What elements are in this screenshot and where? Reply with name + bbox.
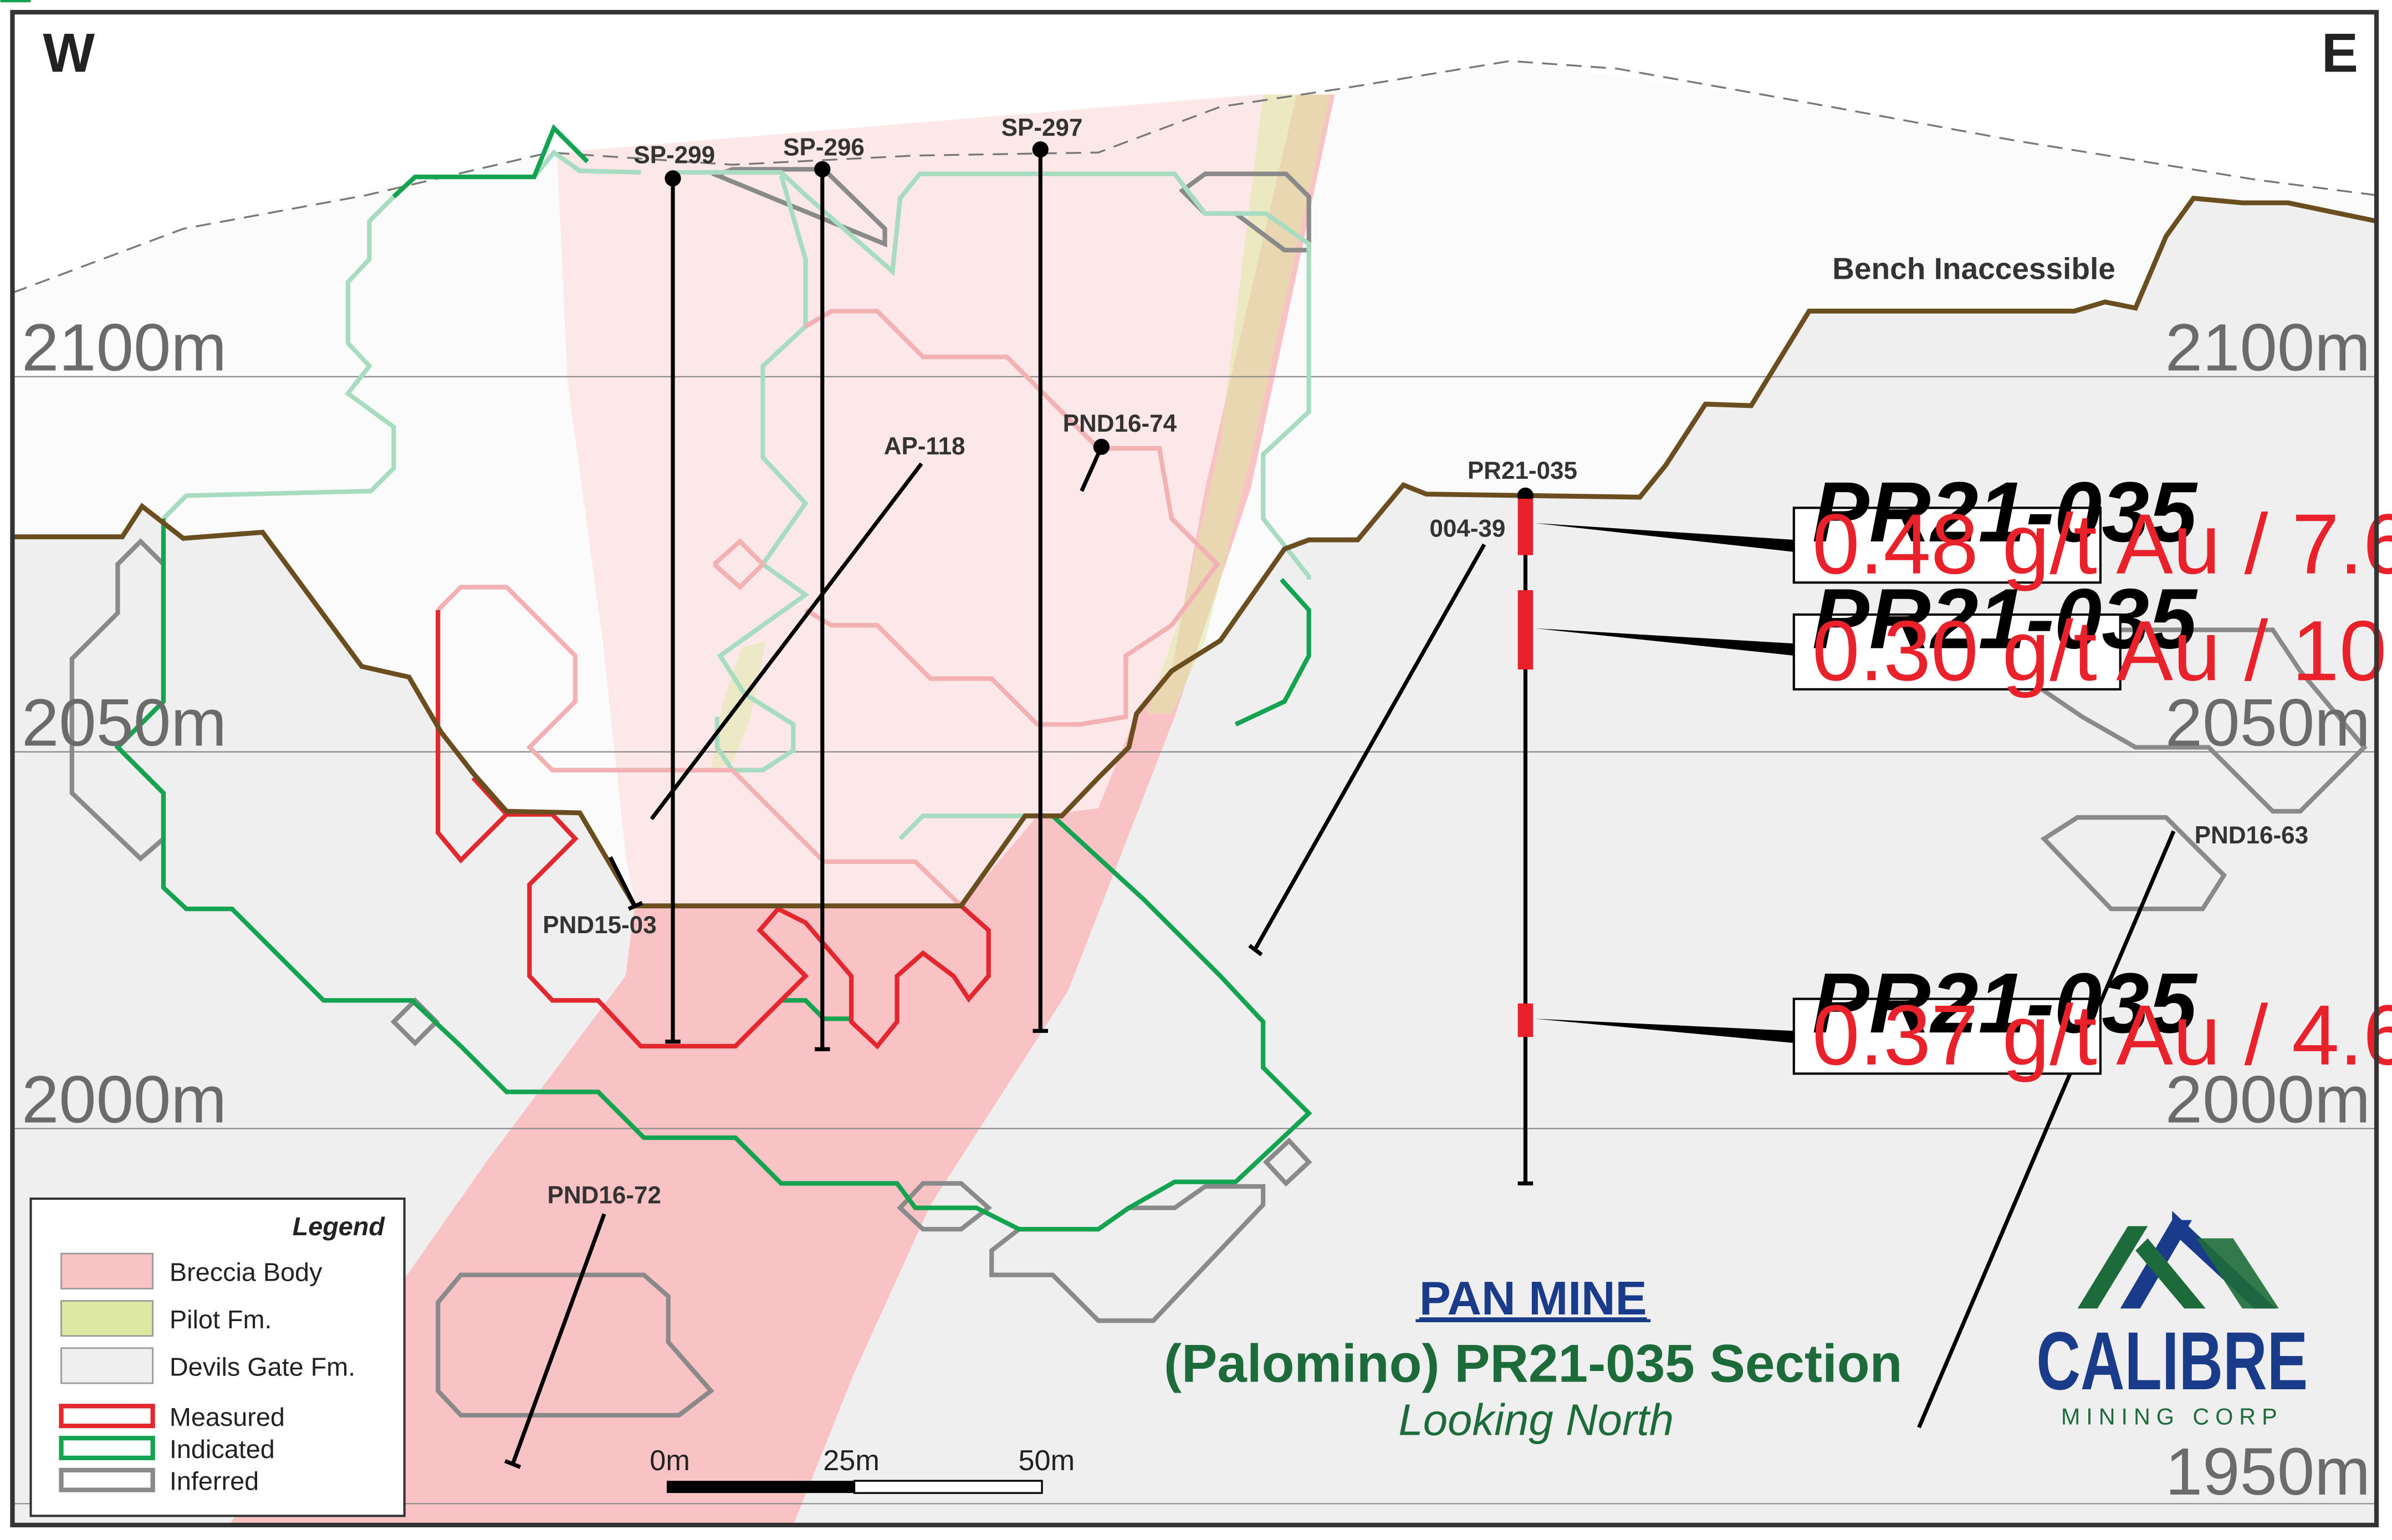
legend-title: Legend [293,1212,386,1241]
elev-left-2050: 2050m [22,685,227,760]
legend-label-inferred: Inferred [170,1467,259,1496]
callout-box-2: PR21-035 0.30 g/t Au / 10.7m [1792,571,2392,698]
compass-east: E [2322,22,2358,83]
label-pnd15-03: PND15-03 [543,912,657,939]
legend-swatch-devils-gate [60,1347,154,1384]
diagram-frame [10,9,2379,1528]
drillhole-labels: SP-299 SP-296 SP-297 AP-118 PND16-74 PR2… [543,114,2308,1209]
legend: Legend Breccia Body Pilot Fm. Devils Gat… [29,1197,406,1517]
label-pnd16-72: PND16-72 [547,1181,661,1209]
callout-box-1: PR21-035 0.48 g/t Au / 7.6m [1792,464,2392,592]
legend-label-pilot: Pilot Fm. [170,1305,272,1334]
label-ap-118: AP-118 [884,433,965,460]
label-sp-296: SP-296 [783,134,865,161]
callout-3-hole: PR21-035 [1812,955,2198,1051]
logo-name: CALIBRE [2036,1315,2308,1407]
elev-left-2100: 2100m [22,310,227,385]
legend-swatch-measured [59,1404,155,1429]
legend-swatch-inferred [59,1467,155,1492]
calibre-logo: CALIBRE MINING CORP [2036,1211,2308,1429]
callout-box-3: PR21-035 0.37 g/t Au / 4.6m [1792,955,2392,1083]
callout-leaders [1534,523,1796,1043]
sky-region [12,12,2377,293]
logo-sub: MINING CORP [2061,1404,2283,1429]
legend-label-indicated: Indicated [170,1435,275,1464]
logo-mark-icon [2077,1211,2279,1309]
title-mine: PAN MINE [1419,1272,1647,1325]
callout-1-hole: PR21-035 [1812,464,2198,560]
label-sp-299: SP-299 [633,141,715,168]
current-topography [12,196,2377,909]
scale-label-25: 25m [823,1445,880,1477]
bench-inaccessible-label: Bench Inaccessible [1832,252,2115,286]
label-pr21-035: PR21-035 [1468,457,1577,484]
callout-2-hole: PR21-035 [1812,571,2198,667]
legend-label-breccia: Breccia Body [170,1258,323,1287]
legend-label-measured: Measured [170,1403,285,1431]
legend-swatch-breccia [60,1252,154,1290]
scale-label-50: 50m [1018,1445,1075,1477]
breccia-lower [229,94,1335,1525]
title-view: Looking North [1398,1395,1674,1445]
elev-right-2050: 2050m [2165,685,2370,760]
callout-3-value: 0.37 g/t Au / 4.6m [1812,987,2392,1083]
scale-bar: 0m 25m 50m [650,1445,1075,1494]
elev-right-2000: 2000m [2165,1061,2370,1137]
elevation-grid [12,376,2377,1505]
assay-intervals [1517,498,1534,1037]
label-pnd16-63: PND16-63 [2195,822,2309,849]
label-004-39: 004-39 [1429,515,1505,543]
indicated-outlines [0,0,1312,1232]
original-surface-line [12,60,2377,294]
elev-left-2000: 2000m [22,1061,227,1137]
elevation-labels: 2100m 2100m 2050m 2050m 2000m 2000m 1950… [22,310,2370,1509]
title-section: (Palomino) PR21-035 Section [1164,1334,1902,1393]
elev-right-2100: 2100m [2165,310,2370,385]
callout-1-value: 0.48 g/t Au / 7.6m [1812,496,2392,592]
title-block: PAN MINE (Palomino) PR21-035 Section Loo… [1164,1272,1902,1444]
legend-swatch-indicated [59,1435,155,1461]
elev-right-1950: 1950m [2165,1434,2370,1509]
label-pnd16-74: PND16-74 [1063,410,1177,437]
label-sp-297: SP-297 [1001,114,1083,141]
legend-swatch-pilot [60,1300,154,1337]
legend-label-devils-gate: Devils Gate Fm. [170,1352,355,1381]
compass-west: W [43,22,95,83]
scale-label-0: 0m [650,1445,690,1477]
callout-2-value: 0.30 g/t Au / 10.7m [1812,602,2392,698]
